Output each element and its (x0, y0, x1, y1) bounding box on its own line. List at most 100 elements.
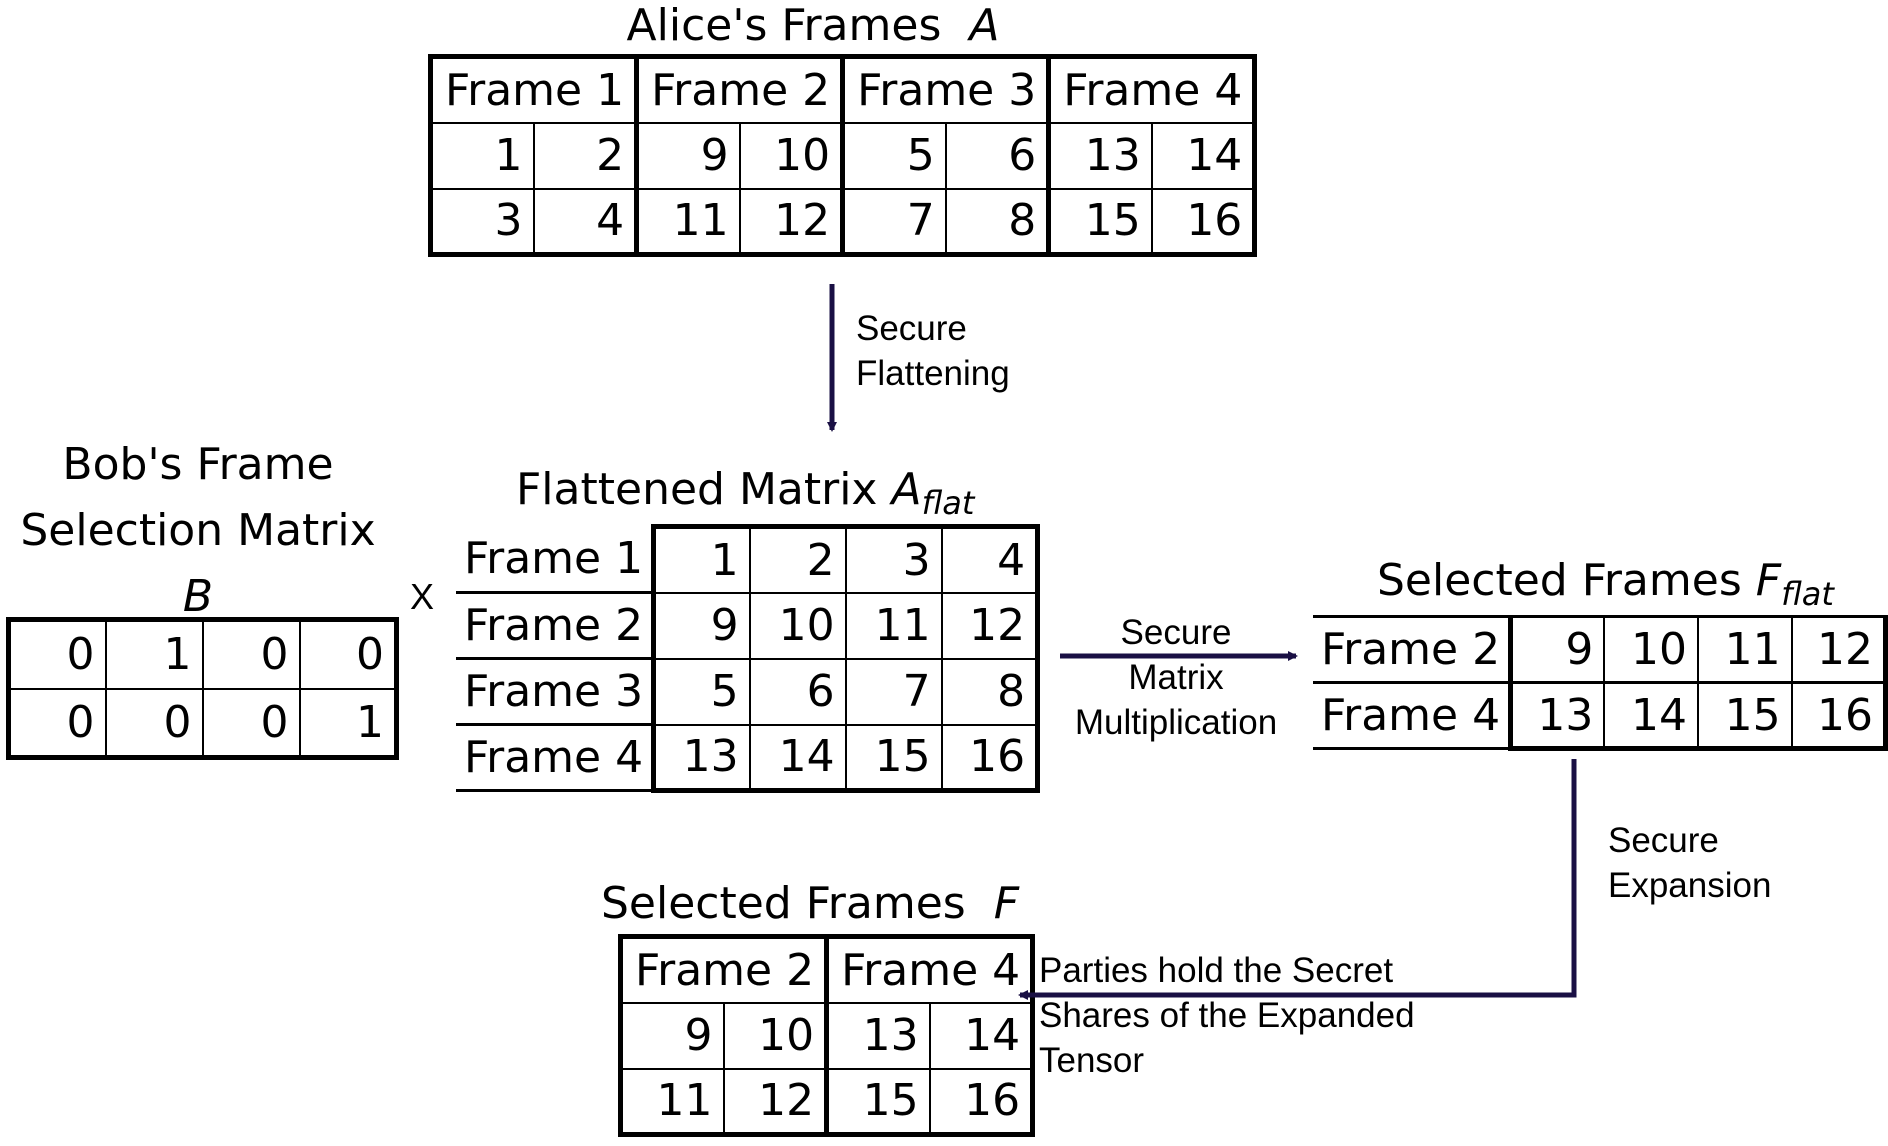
flattened-row-4: Frame 4 13 14 15 16 (456, 723, 1041, 793)
alice-cell: 4 (532, 187, 640, 256)
selected-flat-row-label: Frame 2 (1313, 615, 1511, 684)
flattened-row-label: Frame 3 (456, 658, 654, 726)
selected-header-frame-2: Frame 2 (619, 935, 830, 1004)
alice-cell: 16 (1150, 187, 1256, 256)
flattened-cell: 5 (651, 657, 751, 726)
flattened-cell: 13 (651, 723, 751, 793)
bob-cell: 0 (201, 618, 301, 690)
flattened-cell: 2 (748, 524, 847, 594)
selected-flat-cell: 10 (1603, 615, 1700, 684)
bob-row-2: 0 0 0 1 (7, 687, 398, 759)
bob-selection-table: 0 1 0 0 0 0 0 1 (6, 617, 399, 760)
alice-cell: 8 (944, 187, 1052, 256)
bob-title-line-2: Selection Matrix (20, 505, 376, 556)
selected-cell: 11 (619, 1067, 725, 1136)
selected-flat-cell: 9 (1508, 615, 1606, 684)
flattened-cell: 14 (748, 723, 847, 793)
flattened-cell: 10 (748, 591, 847, 660)
flattened-matrix-table: Frame 1 1 2 3 4 Frame 2 9 10 11 12 Frame… (456, 524, 1041, 793)
selected-flat-subscript: flat (1781, 575, 1834, 613)
flattened-cell: 6 (748, 657, 847, 726)
alice-symbol: A (969, 0, 1000, 51)
selected-cell: 9 (619, 1001, 725, 1070)
selected-header-row: Frame 2 Frame 4 (619, 935, 1034, 1004)
alice-header-frame-3: Frame 3 (841, 55, 1052, 124)
expansion-arrow (1018, 759, 1577, 1000)
alice-title: Alice's Frames A (428, 2, 1198, 50)
bob-cell: 0 (7, 687, 107, 759)
selected-flat-row-1: Frame 2 9 10 11 12 (1313, 615, 1888, 684)
alice-cell: 7 (841, 187, 947, 256)
alice-header-frame-4: Frame 4 (1047, 55, 1256, 124)
alice-cell: 15 (1047, 187, 1153, 256)
flattened-row-label: Frame 1 (456, 526, 654, 594)
selected-flat-row-label: Frame 4 (1313, 681, 1511, 750)
flattened-cell: 12 (940, 591, 1041, 660)
alice-cell: 14 (1150, 121, 1256, 190)
flattened-cell: 9 (651, 591, 751, 660)
selected-frames-flat-table: Frame 2 9 10 11 12 Frame 4 13 14 15 16 (1313, 615, 1888, 751)
flattened-title-text: Flattened Matrix (516, 464, 878, 515)
alice-cell: 12 (738, 187, 846, 256)
secure-matrix-multiplication-label: Secure Matrix Multiplication (1074, 613, 1278, 742)
alice-cell: 5 (841, 121, 947, 190)
selected-flat-title: Selected Frames Fflat (1313, 557, 1888, 618)
secure-flattening-label: Secure Flattening (856, 309, 1010, 393)
flattened-title: Flattened Matrix Aflat (456, 466, 1096, 527)
selected-cell: 15 (825, 1067, 931, 1136)
alice-header-frame-1: Frame 1 (429, 55, 640, 124)
alice-cell: 2 (532, 121, 640, 190)
selected-flat-cell: 15 (1697, 681, 1793, 751)
alice-cell: 9 (635, 121, 741, 190)
selected-cell: 13 (825, 1001, 931, 1070)
flattened-subscript: flat (921, 484, 975, 522)
alice-title-text: Alice's Frames (626, 0, 942, 51)
selected-frames-table: Frame 2 Frame 4 9 10 13 14 11 12 15 16 (618, 934, 1036, 1137)
selected-cell: 14 (928, 1001, 1034, 1070)
bob-cell: 1 (298, 687, 398, 759)
bob-symbol: B (182, 571, 214, 622)
selected-cell: 16 (928, 1067, 1034, 1136)
selected-cell: 10 (722, 1001, 830, 1070)
flattened-row-label: Frame 4 (456, 724, 654, 792)
selected-flat-title-text: Selected Frames (1377, 555, 1742, 606)
bob-cell: 0 (201, 687, 301, 759)
selected-flat-cell: 14 (1603, 681, 1700, 751)
bob-cell: 0 (104, 687, 204, 759)
alice-cell: 13 (1047, 121, 1153, 190)
bob-row-1: 0 1 0 0 (7, 618, 398, 690)
selected-row-2: 11 12 15 16 (619, 1067, 1034, 1136)
selected-row-1: 9 10 13 14 (619, 1001, 1034, 1070)
bob-title-line-1: Bob's Frame (62, 439, 334, 490)
flattened-row-3: Frame 3 5 6 7 8 (456, 657, 1041, 726)
flattened-row-2: Frame 2 9 10 11 12 (456, 591, 1041, 660)
bob-cell: 0 (7, 618, 107, 690)
alice-frames-table: Frame 1 Frame 2 Frame 3 Frame 4 1 2 9 10… (428, 54, 1258, 257)
flattened-cell: 4 (940, 524, 1041, 594)
secret-shares-label: Parties hold the Secret Shares of the Ex… (1039, 951, 1415, 1080)
alice-cell: 3 (429, 187, 535, 256)
flattened-cell: 15 (844, 723, 943, 793)
alice-cell: 1 (429, 121, 535, 190)
multiply-symbol: X (410, 576, 435, 617)
flattened-cell: 11 (844, 591, 943, 660)
selected-header-frame-4: Frame 4 (825, 935, 1034, 1004)
flattened-cell: 8 (940, 657, 1041, 726)
flattened-row-label: Frame 2 (456, 592, 654, 660)
selected-title-text: Selected Frames (600, 878, 966, 929)
flattened-row-1: Frame 1 1 2 3 4 (456, 524, 1041, 594)
flattened-cell: 7 (844, 657, 943, 726)
selected-flat-row-2: Frame 4 13 14 15 16 (1313, 681, 1888, 751)
alice-row-2: 3 4 11 12 7 8 15 16 (429, 187, 1256, 256)
selected-flat-cell: 12 (1790, 615, 1888, 684)
selected-flat-cell: 16 (1790, 681, 1888, 751)
bob-cell: 1 (104, 618, 204, 690)
alice-header-frame-2: Frame 2 (635, 55, 846, 124)
alice-cell: 11 (635, 187, 741, 256)
alice-cell: 6 (944, 121, 1052, 190)
alice-row-1: 1 2 9 10 5 6 13 14 (429, 121, 1256, 190)
flattened-cell: 16 (940, 723, 1041, 793)
flattened-cell: 3 (844, 524, 943, 594)
alice-cell: 10 (738, 121, 846, 190)
